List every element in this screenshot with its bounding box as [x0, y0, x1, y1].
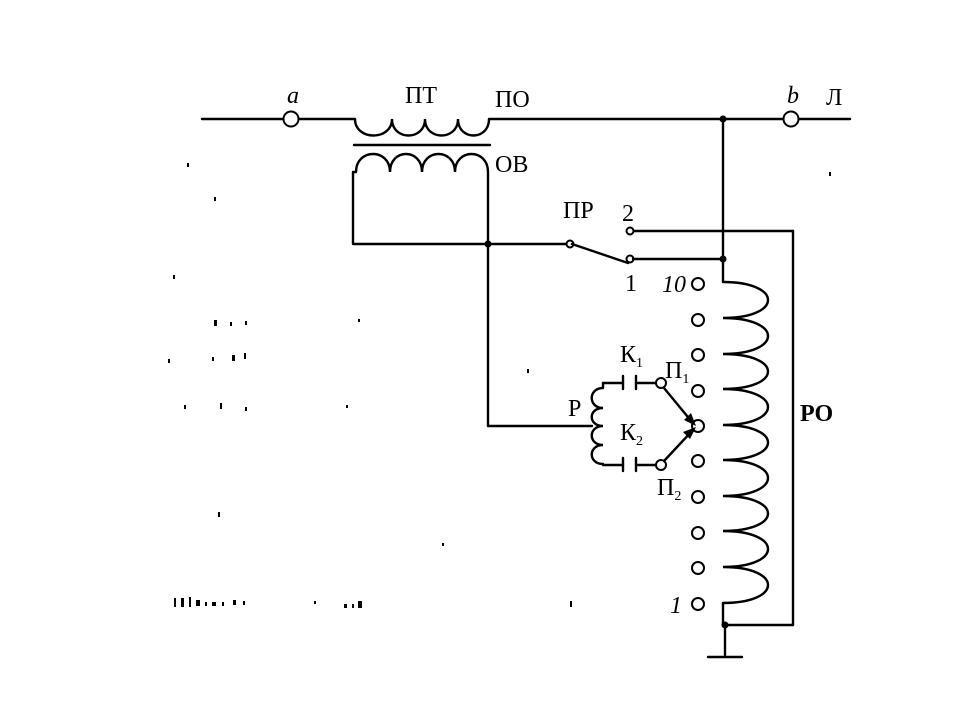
scan-specks: [168, 163, 831, 608]
label-series-transformer: ПТ: [405, 83, 437, 109]
tap-terminal: [691, 597, 705, 611]
tap-terminal: [691, 348, 705, 362]
tap-terminal: [691, 526, 705, 540]
label-tap-top: 10: [662, 272, 686, 298]
label-primary-winding: ПО: [495, 87, 530, 113]
primary-winding-coil: [353, 118, 491, 137]
reactor-circuit: [590, 374, 696, 473]
label-contact-1: К1: [620, 342, 643, 371]
tap-terminal: [691, 561, 705, 575]
changeover-switch: [565, 226, 795, 627]
tap-terminals: [691, 277, 705, 611]
label-selector-1: П1: [665, 358, 689, 387]
label-terminal-a: a: [287, 83, 299, 109]
label-switch-pos-1: 1: [625, 271, 637, 297]
tap-terminal: [691, 490, 705, 504]
main-line: [200, 117, 852, 284]
label-contact-2: К2: [620, 420, 643, 449]
label-line: Л: [826, 85, 842, 111]
label-switch-pos-2: 2: [622, 201, 634, 227]
regulating-winding: [706, 280, 795, 659]
label-selector-2: П2: [657, 475, 681, 504]
label-tap-bottom: 1: [670, 593, 682, 619]
label-changeover-switch: ПР: [563, 198, 594, 224]
tap-terminal: [691, 454, 705, 468]
junction-dots: [484, 115, 729, 629]
terminal-b-circle: [782, 110, 800, 128]
tap-terminal: [691, 313, 705, 327]
tap-terminal: [691, 277, 705, 291]
excitation-winding: [351, 152, 594, 428]
terminal-a-circle: [282, 110, 300, 128]
label-terminal-b: b: [787, 83, 799, 109]
tap-terminal: [691, 384, 705, 398]
label-regulating-winding: РО: [800, 401, 833, 427]
label-reactor: Р: [568, 396, 581, 422]
label-excitation-winding: ОВ: [495, 152, 528, 178]
